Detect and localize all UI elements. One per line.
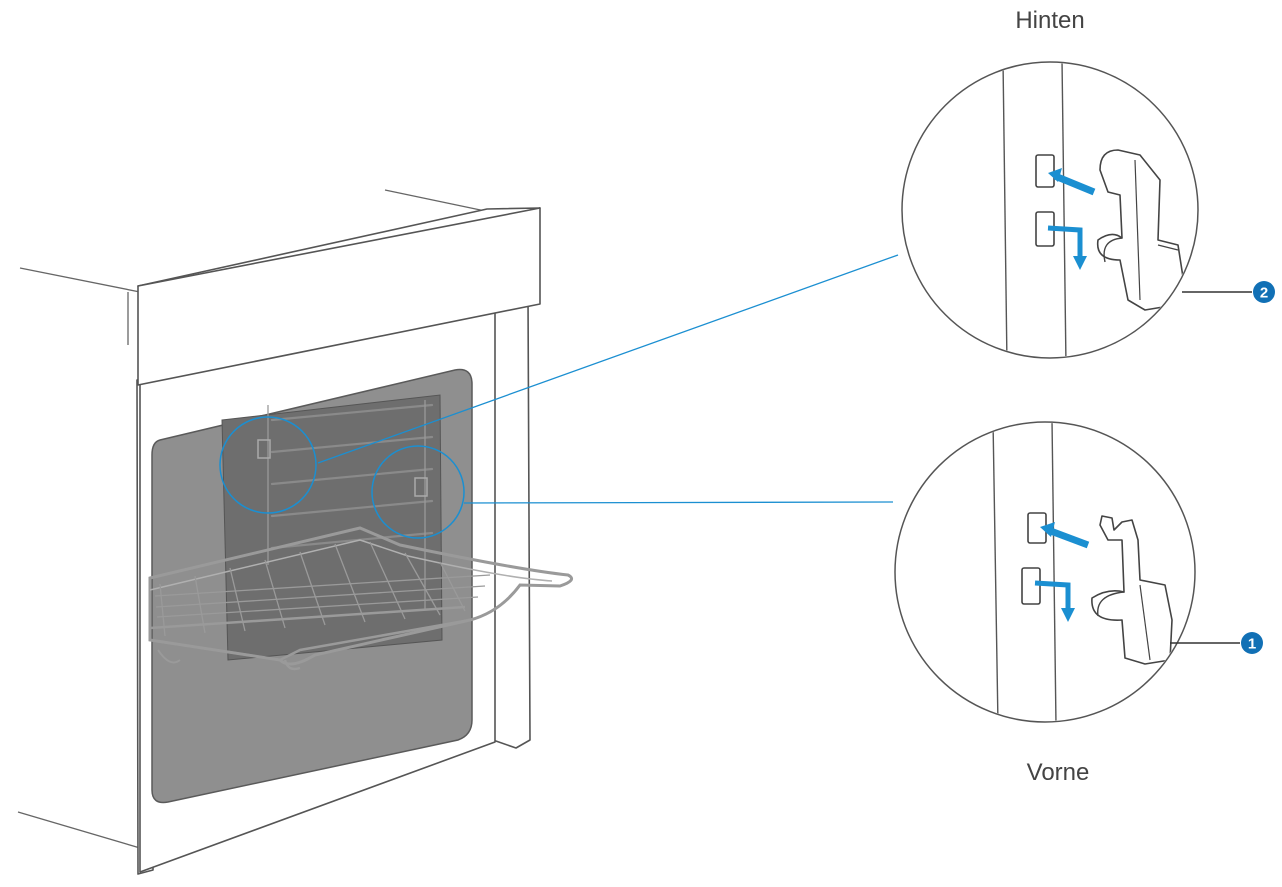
connector-line-front bbox=[463, 501, 894, 504]
oven-side-panel bbox=[492, 295, 531, 749]
detail-circle-rear-source bbox=[219, 416, 317, 514]
cabinet-line-top-right bbox=[384, 189, 491, 213]
rear-rack-supports bbox=[257, 400, 434, 610]
rack-clip-rear bbox=[1096, 149, 1186, 311]
oven-illustration bbox=[17, 189, 574, 875]
arrow-insert-lower bbox=[1047, 225, 1087, 270]
oven-cavity-back bbox=[221, 394, 443, 661]
arrow-insert-upper-front bbox=[1040, 522, 1090, 549]
label-front: Vorne bbox=[1027, 759, 1090, 786]
callout-badge-2 bbox=[1253, 281, 1275, 303]
cabinet-line-bottom bbox=[17, 811, 141, 849]
label-rear: Hinten bbox=[1015, 7, 1084, 34]
arrow-insert-upper bbox=[1048, 168, 1096, 196]
wire-shelf bbox=[148, 526, 574, 671]
wall-slot-lower-front bbox=[1021, 567, 1041, 605]
callout-number-1: 1 bbox=[1248, 636, 1256, 653]
arrow-insert-lower-front bbox=[1034, 580, 1075, 622]
detail-circle-front-source bbox=[371, 445, 465, 539]
cabinet-line-top-left bbox=[19, 267, 141, 293]
control-panel-front bbox=[137, 207, 541, 386]
zoom-circle-front bbox=[894, 421, 1196, 723]
callout-number-2: 2 bbox=[1260, 285, 1268, 302]
zoom-detail-front: 1 bbox=[894, 421, 1263, 723]
wall-slot-upper bbox=[1035, 154, 1055, 188]
connector-line-rear bbox=[317, 254, 899, 464]
callout-badge-1 bbox=[1241, 632, 1263, 654]
zoom-detail-rear: 2 bbox=[901, 61, 1275, 359]
